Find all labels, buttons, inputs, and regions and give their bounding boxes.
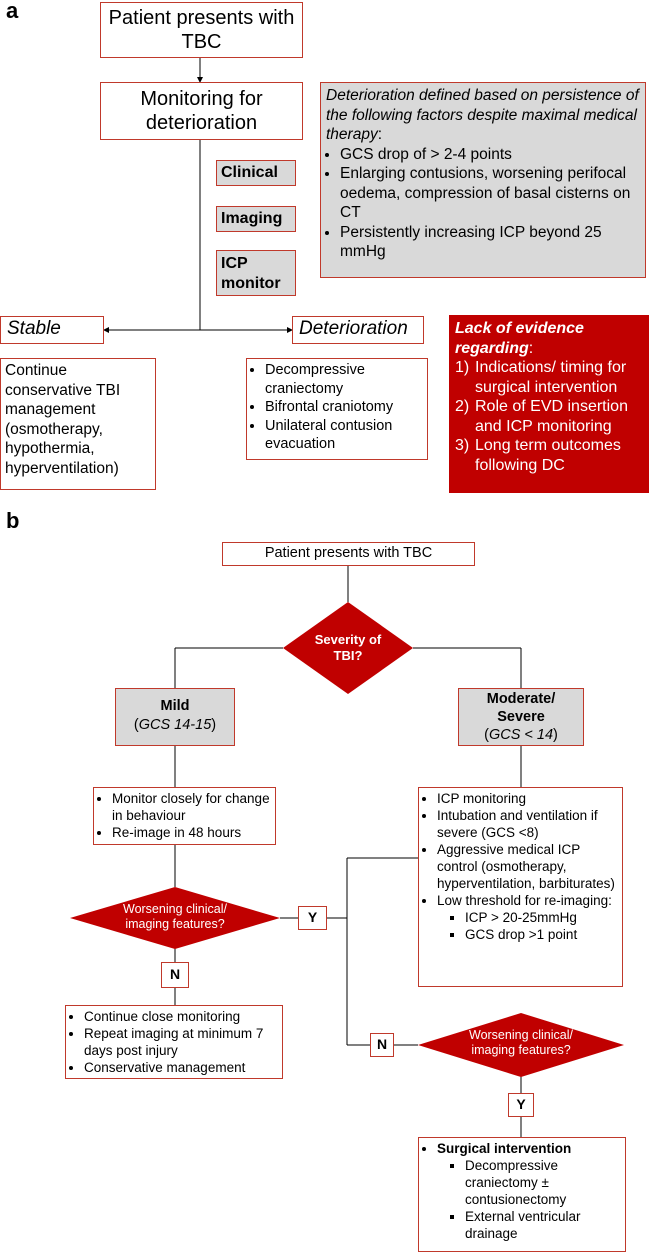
a-def-item: Enlarging contusions, worsening perifoca… [340, 164, 640, 223]
a-evidence-text: Role of EVD insertion and ICP monitoring [475, 398, 628, 435]
a-start-text: Patient presents with TBC [108, 7, 295, 53]
a-deterioration-action: Decompressive craniectomy [265, 361, 423, 398]
a-def-intro: Deterioration defined based on persisten… [326, 86, 640, 145]
panel-a-label: a [6, 0, 19, 23]
b-severe-action: Aggressive medical ICP control (osmother… [437, 841, 618, 892]
b-mild-no-actions-box: Continue close monitoring Repeat imaging… [65, 1005, 283, 1079]
a-evidence-item: 3) Long term outcomes following DC [455, 436, 643, 475]
b-surgical-item: Decompressive craniectomy ± contusionect… [465, 1157, 621, 1208]
a-evidence-num: 2) [455, 398, 470, 415]
a-evidence-num: 3) [455, 437, 470, 454]
b-start-box: Patient presents with TBC [222, 542, 475, 566]
severity-diamond [283, 602, 413, 694]
a-deterioration-actions-box: Decompressive craniectomy Bifrontal cran… [246, 358, 428, 460]
b-mild-action: Re-image in 48 hours [112, 824, 271, 841]
a-evidence-box: Lack of evidence regarding: 1) Indicatio… [449, 315, 649, 493]
b-severe-gcs: (GCS < 14) [484, 727, 558, 743]
a-imaging-tag: Imaging [216, 206, 296, 232]
b-severe-subaction: ICP > 20-25mmHg [465, 909, 618, 926]
a-evidence-title: Lack of evidence regarding: [455, 319, 643, 358]
a-monitoring-box: Monitoring for deterioration [100, 82, 303, 140]
a-evidence-num: 1) [455, 359, 470, 376]
worsening-left-diamond [70, 887, 280, 949]
a-evidence-colon: : [528, 339, 534, 357]
b-yes-left: Y [298, 906, 327, 930]
b-severe-action: ICP monitoring [437, 790, 618, 807]
a-stable-action-text: Continue conservative TBI management (os… [5, 362, 121, 477]
b-surgical-list: Surgical intervention [423, 1140, 621, 1157]
a-def-list: GCS drop of > 2-4 points Enlarging contu… [326, 145, 640, 262]
a-deterioration-definition: Deterioration defined based on persisten… [320, 82, 646, 278]
a-deterioration-action: Unilateral contusion evacuation [265, 417, 423, 454]
b-mild-box: Mild (GCS 14-15) [115, 688, 235, 746]
b-mild-no-actions-list: Continue close monitoring Repeat imaging… [70, 1008, 278, 1076]
a-stable-box: Stable [0, 316, 104, 344]
b-mild-gcs-text: GCS 14-15 [138, 717, 212, 733]
b-severe-action: Low threshold for re-imaging: [437, 892, 618, 909]
a-icp-tag: ICP monitor [216, 250, 296, 296]
b-mild-no-action: Continue close monitoring [84, 1008, 278, 1025]
b-severe-box: Moderate/ Severe (GCS < 14) [458, 688, 584, 746]
b-mild-title: Mild [160, 698, 190, 714]
a-def-colon: : [377, 126, 383, 143]
a-evidence-text: Long term outcomes following DC [475, 437, 621, 474]
b-no-right: N [370, 1033, 394, 1057]
a-monitoring-text: Monitoring for deterioration [140, 88, 263, 134]
a-deterioration-action: Bifrontal craniotomy [265, 398, 423, 417]
b-worsening-left-text: Worsening clinical/ imaging features? [123, 902, 227, 931]
a-def-intro-text: Deterioration defined based on persisten… [326, 87, 639, 143]
b-severe-title: Moderate/ Severe [486, 691, 556, 725]
b-severity-text: Severity of TBI? [314, 632, 382, 663]
a-clinical-tag: Clinical [216, 160, 296, 186]
b-yes-right: Y [508, 1093, 534, 1117]
b-mild-actions-list: Monitor closely for change in behaviour … [98, 790, 271, 841]
b-start-text: Patient presents with TBC [264, 545, 433, 561]
b-mild-gcs: (GCS 14-15) [133, 717, 217, 733]
a-stable-text: Stable [7, 318, 61, 339]
a-evidence-text: Indications/ timing for surgical interve… [475, 359, 627, 396]
b-surgical-box: Surgical intervention Decompressive cran… [418, 1137, 626, 1252]
b-surgical-title: Surgical intervention [437, 1140, 621, 1157]
a-deterioration-text: Deterioration [299, 318, 408, 339]
a-evidence-item: 1) Indications/ timing for surgical inte… [455, 358, 643, 397]
a-deterioration-box: Deterioration [292, 316, 424, 344]
b-surgical-item: External ventricular drainage [465, 1208, 621, 1242]
panel-b-label: b [6, 508, 20, 533]
a-deterioration-actions-list: Decompressive craniectomy Bifrontal cran… [251, 361, 423, 454]
a-evidence-title-text: Lack of evidence regarding [455, 320, 584, 357]
b-mild-action: Monitor closely for change in behaviour [112, 790, 271, 824]
worsening-right-diamond [418, 1013, 624, 1077]
a-stable-action-box: Continue conservative TBI management (os… [0, 358, 156, 490]
a-def-item: Persistently increasing ICP beyond 25 mm… [340, 223, 640, 262]
b-severe-actions-box: ICP monitoring Intubation and ventilatio… [418, 787, 623, 987]
b-severe-gcs-text: GCS < 14 [488, 727, 554, 743]
b-mild-no-action: Conservative management [84, 1059, 278, 1076]
a-start-box: Patient presents with TBC [100, 2, 303, 58]
b-severe-subactions-list: ICP > 20-25mmHg GCS drop >1 point [423, 909, 618, 943]
b-worsening-right-text: Worsening clinical/ imaging features? [469, 1028, 573, 1057]
b-severe-action: Intubation and ventilation if severe (GC… [437, 807, 618, 841]
a-evidence-item: 2) Role of EVD insertion and ICP monitor… [455, 397, 643, 436]
b-no-left: N [161, 962, 189, 988]
a-def-item: GCS drop of > 2-4 points [340, 145, 640, 165]
b-mild-actions-box: Monitor closely for change in behaviour … [93, 787, 276, 845]
b-severe-actions-list: ICP monitoring Intubation and ventilatio… [423, 790, 618, 909]
b-severe-subaction: GCS drop >1 point [465, 926, 618, 943]
b-mild-no-action: Repeat imaging at minimum 7 days post in… [84, 1025, 278, 1059]
b-surgical-sublist: Decompressive craniectomy ± contusionect… [423, 1157, 621, 1242]
